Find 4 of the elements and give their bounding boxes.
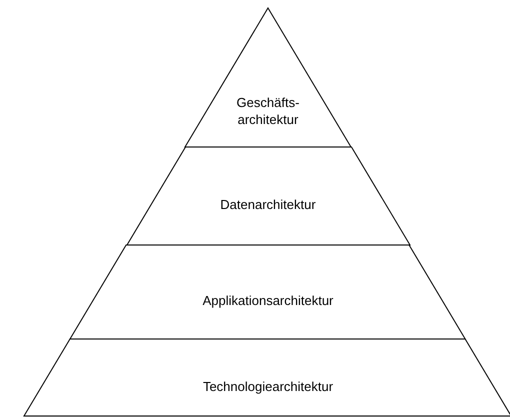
layer-label: Geschäfts- architektur bbox=[236, 94, 300, 128]
layer-label: Datenarchitektur bbox=[220, 196, 316, 213]
layer-label: Applikationsarchitektur bbox=[202, 292, 334, 309]
layer-label: Technologiearchitektur bbox=[202, 378, 334, 394]
